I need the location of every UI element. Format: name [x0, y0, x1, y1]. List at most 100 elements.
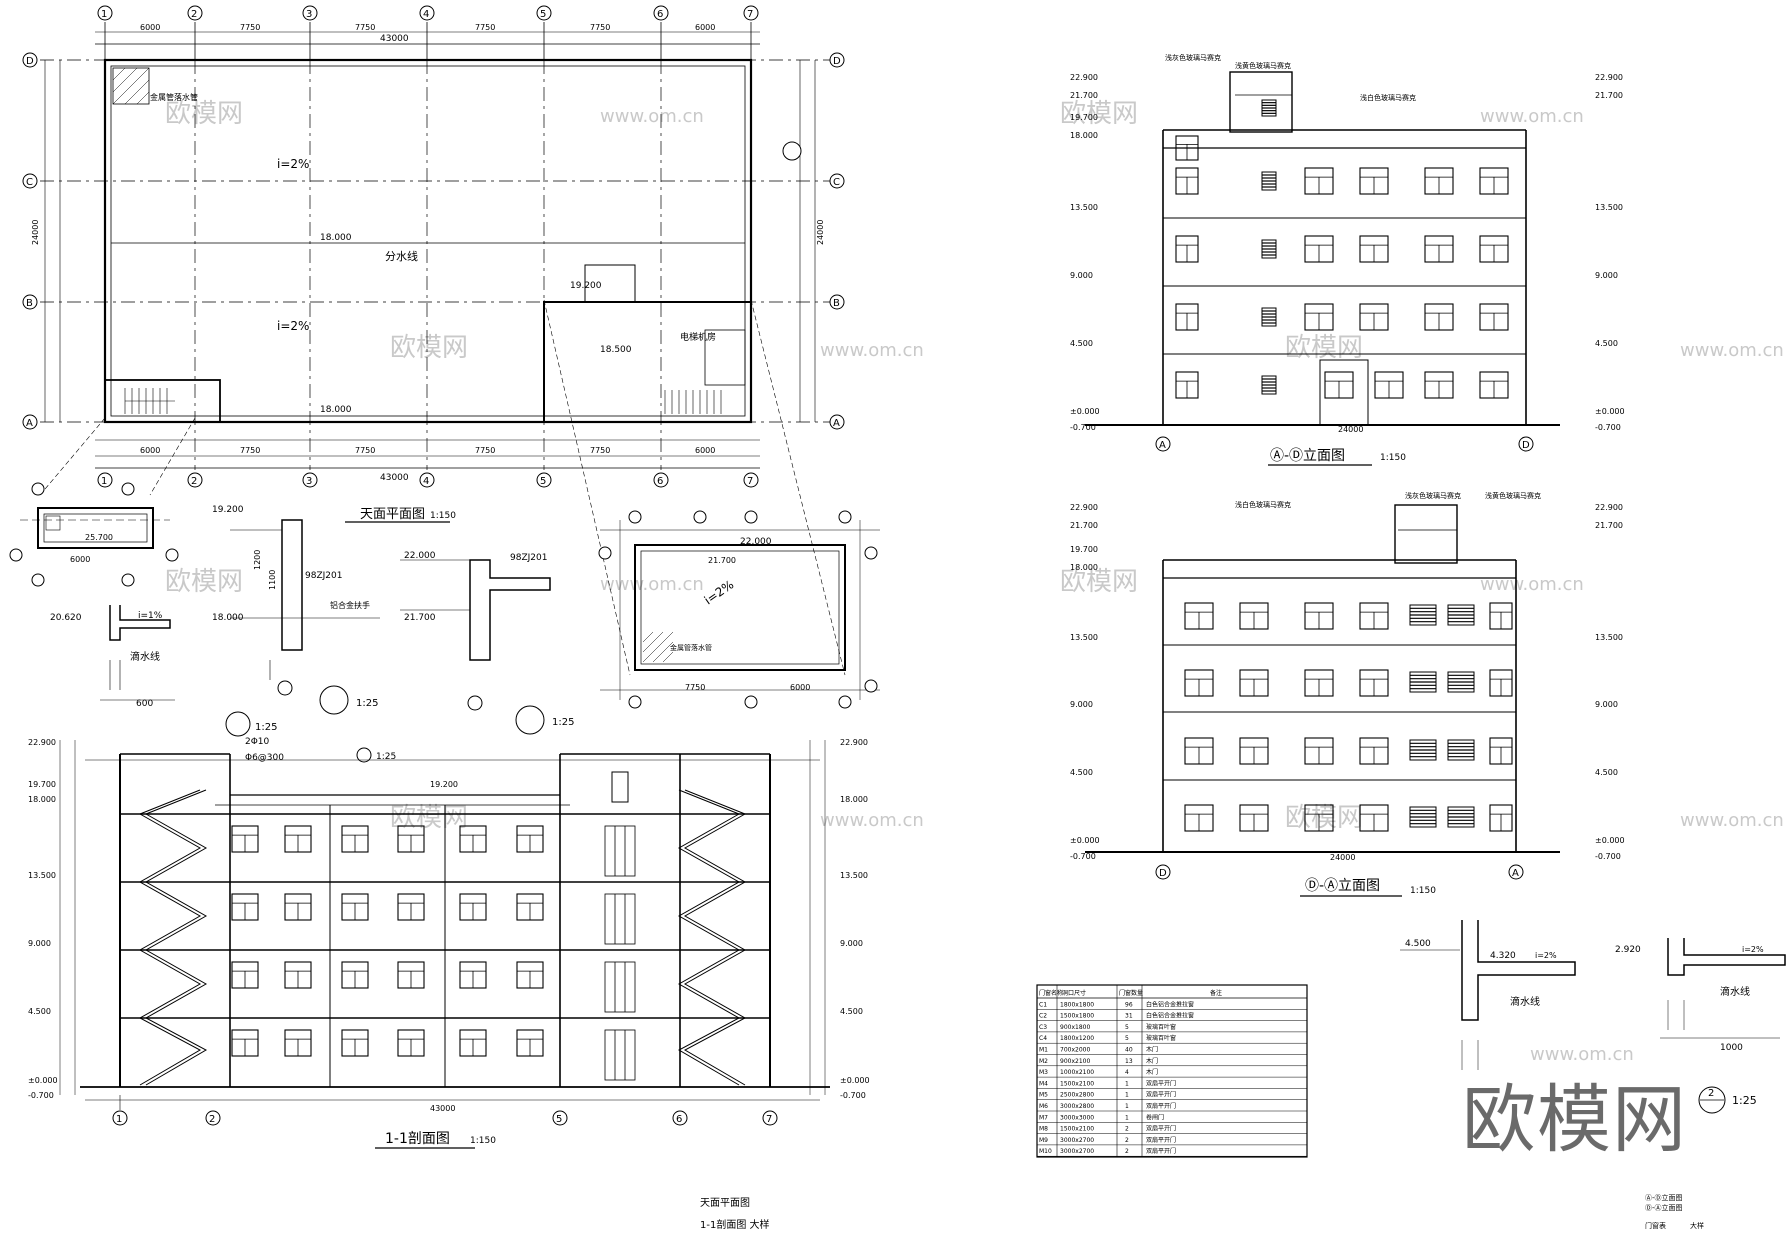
sheet-index: 天面平面图 1-1剖面图 大样 Ⓐ-Ⓓ立面图 Ⓓ-Ⓐ立面图 门窗表 大样: [700, 1193, 1704, 1231]
detail-1-elev2: 21.700: [708, 556, 736, 565]
table-cell: 1: [1125, 1103, 1129, 1110]
roof-plan-scale: 1:150: [430, 511, 456, 521]
table-cell: M8: [1039, 1126, 1048, 1133]
table-cell: C2: [1039, 1013, 1047, 1020]
level-label: 18.000: [840, 795, 868, 804]
window: [1489, 737, 1513, 765]
axis-label: 5: [540, 476, 546, 487]
detail-5: [100, 605, 251, 737]
table-cell: M7: [1039, 1114, 1048, 1121]
level-label: -0.700: [1595, 852, 1621, 861]
elev-note: 浅黄色玻璃马赛克: [1235, 61, 1291, 70]
axis-label: B: [26, 298, 33, 309]
table-cell: 木门: [1146, 1046, 1158, 1054]
table-cell: 双扇平开门: [1146, 1102, 1176, 1110]
section-axis-bubbles: 1 2 5 6 7: [112, 1110, 778, 1126]
elev-note: 浅白色玻璃马赛克: [1360, 93, 1416, 102]
window: [1175, 303, 1199, 331]
table-cell: 31: [1125, 1013, 1133, 1020]
small-plan-labels: 6000 25.700: [70, 533, 113, 564]
window: [1239, 737, 1269, 765]
rebar-label-2: Φ6@300: [245, 753, 284, 763]
detail-5-labels: 20.620 i=1% 滴水线 600 1:25: [50, 611, 277, 733]
total-dim: 43000: [380, 473, 409, 483]
table-cell: 白色铝合金推拉窗: [1146, 1012, 1194, 1020]
room-elevation: 18.500: [600, 345, 632, 355]
window: [516, 1029, 544, 1057]
detail-1-dim: 7750: [685, 683, 705, 692]
axis-label: 4: [423, 9, 429, 20]
section-title-text: 1-1剖面图: [385, 1131, 450, 1147]
section-1-1: [59, 740, 830, 1110]
index-right-4: 大样: [1690, 1221, 1704, 1230]
watermark-brand: 欧模网: [1060, 99, 1138, 129]
detail-3-ref: 98ZJ201: [305, 571, 342, 581]
window: [1324, 371, 1354, 399]
section-levels: 22.900 19.700 18.000 13.500 9.000 4.500 …: [28, 738, 870, 1113]
level-label: 22.900: [1070, 73, 1098, 82]
detail-5-slope: i=1%: [138, 611, 163, 621]
table-cell: 1: [1125, 1114, 1129, 1121]
table-cell: 2: [1125, 1148, 1129, 1155]
elevation-da: [1085, 504, 1560, 853]
axis-label: 1: [116, 1114, 122, 1125]
brand-watermark: 欧模网: [1462, 1077, 1687, 1163]
table-cell: C4: [1039, 1035, 1047, 1042]
detail-r1-slope: i=2%: [1535, 951, 1557, 960]
window: [1489, 602, 1513, 630]
window: [1479, 235, 1509, 263]
detail-5-scale: 1:25: [255, 722, 277, 733]
table-cell: 5: [1125, 1035, 1129, 1042]
level-label: 18.000: [1070, 131, 1098, 140]
watermark-url: www.om.cn: [600, 574, 704, 595]
window: [341, 1029, 369, 1057]
level-label: 13.500: [840, 871, 868, 880]
detail-3-dim: 1200: [253, 550, 262, 570]
table-cell: 2: [1125, 1137, 1129, 1144]
window: [1175, 371, 1199, 399]
watermark-url: www.om.cn: [1530, 1044, 1634, 1065]
detail-right-1-labels: 4.500 4.320 i=2% 滴水线: [1405, 939, 1557, 1008]
table-cell: 3000x3000: [1060, 1114, 1094, 1121]
level-label: 22.900: [840, 738, 868, 747]
total-dim: 43000: [380, 34, 409, 44]
detail-4-ref: 98ZJ201: [510, 553, 547, 563]
elev-note: 浅黄色玻璃马赛克: [1485, 491, 1541, 500]
elevation-da-windows: [1184, 602, 1513, 832]
louver-window: [1409, 671, 1437, 693]
table-cell: M2: [1039, 1058, 1048, 1065]
detail-r2-scale: 1:25: [1732, 1094, 1757, 1107]
axis-label: 3: [306, 476, 312, 487]
roof-plan-labels: i=2% i=2% 分水线 金属管落水管 18.000 19.200 18.50…: [31, 23, 825, 483]
table-cell: 3000x2800: [1060, 1103, 1094, 1110]
window: [231, 961, 259, 989]
window: [1359, 167, 1389, 195]
dim-bay: 7750: [355, 446, 375, 455]
table-cell: 40: [1125, 1047, 1133, 1054]
level-label: 9.000: [1070, 700, 1093, 709]
watermark-url: www.om.cn: [820, 340, 924, 361]
level-label: 9.000: [1595, 700, 1618, 709]
louver-window: [1409, 739, 1437, 761]
table-cell: 1500x2100: [1060, 1080, 1094, 1087]
window: [516, 961, 544, 989]
axis-label: 2: [209, 1114, 215, 1125]
axis-label: D: [1522, 440, 1530, 451]
level-label: 21.700: [1070, 91, 1098, 100]
level-label: 9.000: [1595, 271, 1618, 280]
level-label: 19.700: [1070, 545, 1098, 554]
table-cell: 4: [1125, 1069, 1129, 1076]
detail-3-labels: 19.200 18.000 98ZJ201 铝合金扶手 1200 1100 1:…: [212, 505, 378, 709]
level-label: 4.500: [840, 1007, 863, 1016]
window: [1424, 167, 1454, 195]
louver-window: [1447, 739, 1475, 761]
section-right-stair: [677, 789, 747, 1086]
section-left-stair: [138, 789, 208, 1086]
elevation-da-scale: 1:150: [1410, 886, 1436, 896]
level-label: -0.700: [840, 1091, 866, 1100]
level-label: -0.700: [28, 1091, 54, 1100]
window: [1239, 602, 1269, 630]
section-scale: 1:150: [470, 1136, 496, 1146]
window: [1239, 669, 1269, 697]
axis-label: A: [1159, 440, 1166, 451]
